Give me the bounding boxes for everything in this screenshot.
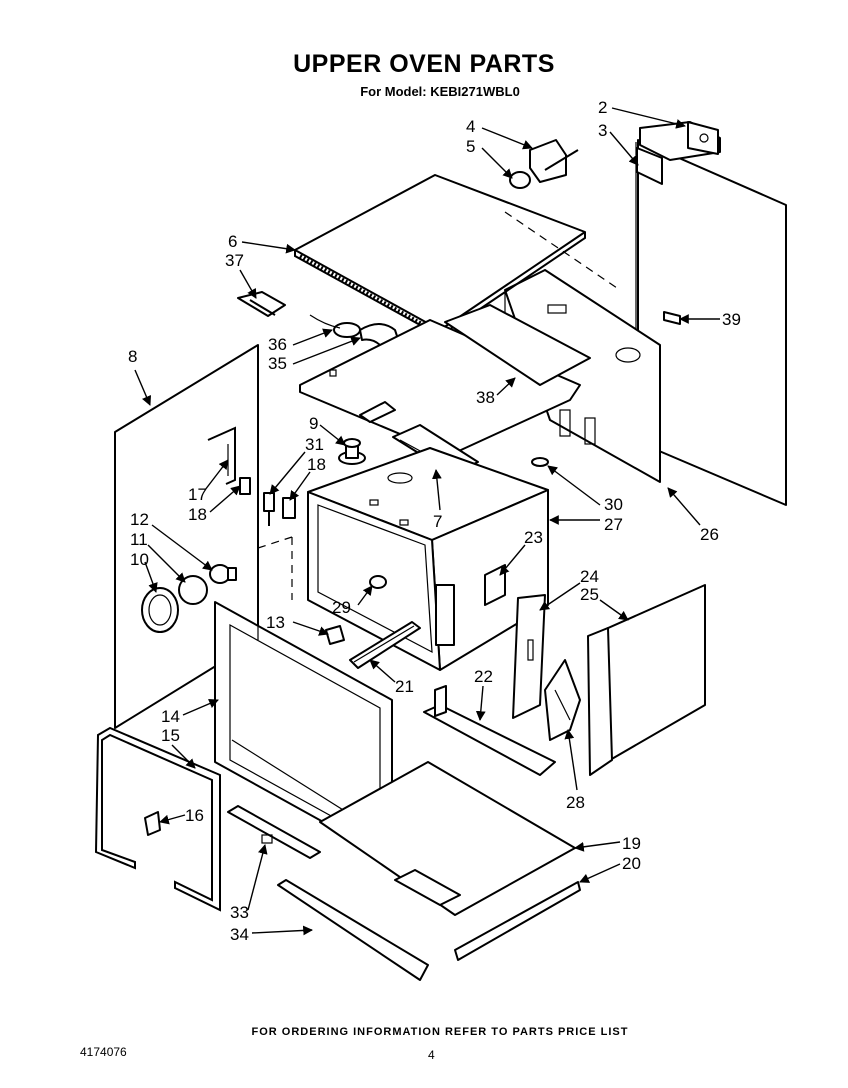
vent-bracket	[509, 139, 579, 189]
callout-27: 27	[604, 515, 623, 534]
door-hinge	[544, 659, 581, 741]
bottom-rail	[349, 621, 421, 669]
callout-18-upper: 18	[307, 455, 326, 474]
callout-17: 17	[188, 485, 207, 504]
document-number: 4174076	[80, 1045, 127, 1059]
callout-2: 2	[598, 98, 607, 117]
callout-31: 31	[305, 435, 324, 454]
door-switch	[325, 625, 345, 645]
model-number: For Model: KEBI271WBL0	[360, 84, 520, 99]
callout-13: 13	[266, 613, 285, 632]
callout-21: 21	[395, 677, 414, 696]
hinge-bracket	[237, 291, 286, 317]
top-heat-shield	[299, 304, 591, 456]
lower-bracket	[423, 685, 556, 776]
light-socket	[263, 492, 275, 526]
callout-8: 8	[128, 347, 137, 366]
callout-30: 30	[604, 495, 623, 514]
side-bracket	[512, 594, 546, 719]
callout-4: 4	[466, 117, 475, 136]
callout-7: 7	[433, 512, 442, 531]
callout-20: 20	[622, 854, 641, 873]
callout-9: 9	[309, 414, 318, 433]
callout-numbers: 2 3 4 5 6 37 36 35 8 9 31 18 17 18 39 38…	[128, 98, 741, 944]
gasket-clip	[144, 811, 161, 836]
rear-panel	[504, 269, 661, 483]
callout-6: 6	[228, 232, 237, 251]
callout-25: 25	[580, 585, 599, 604]
door-gasket	[94, 726, 221, 912]
callout-22: 22	[474, 667, 493, 686]
page-title: UPPER OVEN PARTS	[293, 50, 555, 78]
leader-lines	[134, 107, 720, 936]
callout-34: 34	[230, 925, 249, 944]
callout-24: 24	[580, 567, 599, 586]
grommet	[531, 457, 549, 467]
callout-14: 14	[161, 707, 180, 726]
callout-26: 26	[700, 525, 719, 544]
oven-sensor	[338, 438, 366, 465]
callout-36: 36	[268, 335, 287, 354]
ordering-note: FOR ORDERING INFORMATION REFER TO PARTS …	[251, 1026, 629, 1038]
callout-10: 10	[130, 550, 149, 569]
top-right-bracket	[639, 121, 721, 161]
callout-39: 39	[722, 310, 741, 329]
callout-18-lower: 18	[188, 505, 207, 524]
panel-clip	[663, 311, 681, 325]
bottom-trim	[277, 879, 429, 981]
lower-trim-strip	[227, 805, 321, 859]
vent-panel	[587, 584, 706, 776]
callout-15: 15	[161, 726, 180, 745]
callout-16: 16	[185, 806, 204, 825]
callout-35: 35	[268, 354, 287, 373]
callout-37: 37	[225, 251, 244, 270]
callout-38: 38	[476, 388, 495, 407]
front-trim	[454, 881, 581, 961]
callout-3: 3	[598, 121, 607, 140]
callout-11: 11	[130, 530, 148, 549]
page-number: 4	[428, 1048, 435, 1062]
callout-28: 28	[566, 793, 585, 812]
callout-29: 29	[332, 598, 351, 617]
oven-light-assembly	[178, 564, 237, 605]
callout-5: 5	[466, 137, 475, 156]
callout-23: 23	[524, 528, 543, 547]
callout-33: 33	[230, 903, 249, 922]
callout-19: 19	[622, 834, 641, 853]
callout-12: 12	[130, 510, 149, 529]
